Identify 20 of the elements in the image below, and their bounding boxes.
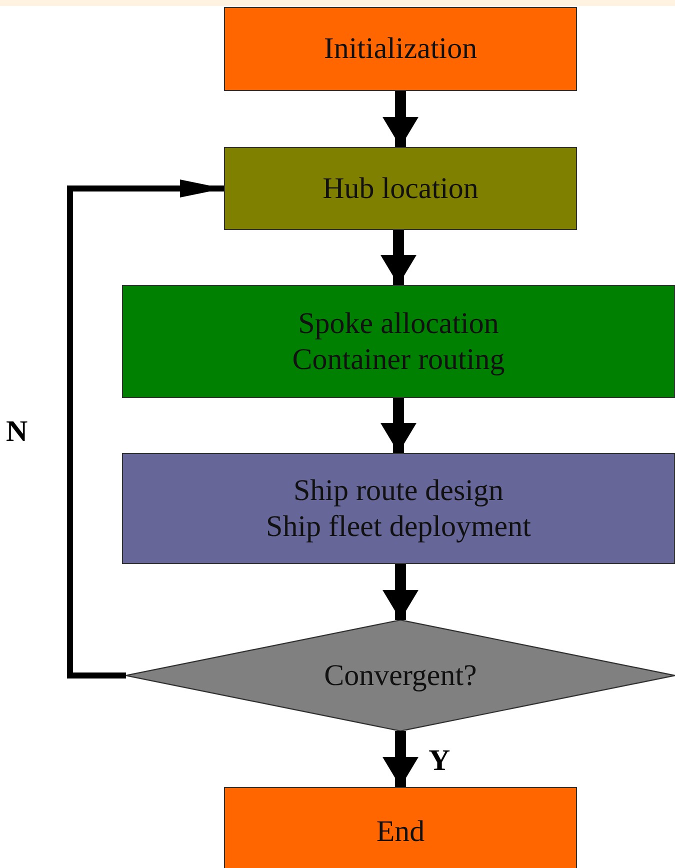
- process-box: [224, 147, 577, 230]
- node-text: Spoke allocation: [298, 306, 499, 342]
- arrow: [380, 230, 416, 285]
- process-box: [224, 7, 577, 91]
- node-text: Ship route design: [294, 472, 504, 508]
- process-box: [122, 285, 675, 398]
- terminal-box: [224, 787, 577, 868]
- arrow: [382, 731, 418, 787]
- arrow: [382, 564, 418, 620]
- arrow: [380, 398, 416, 453]
- node-text: Convergent?: [324, 658, 477, 694]
- decision-diamond: [126, 620, 675, 731]
- arrow: [67, 180, 224, 678]
- node-text: Hub location: [322, 170, 478, 206]
- arrow: [382, 91, 418, 147]
- node-text: Initialization: [324, 31, 478, 67]
- node-text: End: [376, 814, 425, 850]
- node-text: Ship fleet deployment: [266, 508, 531, 544]
- process-box: [122, 453, 675, 564]
- node-text: Container routing: [292, 342, 505, 378]
